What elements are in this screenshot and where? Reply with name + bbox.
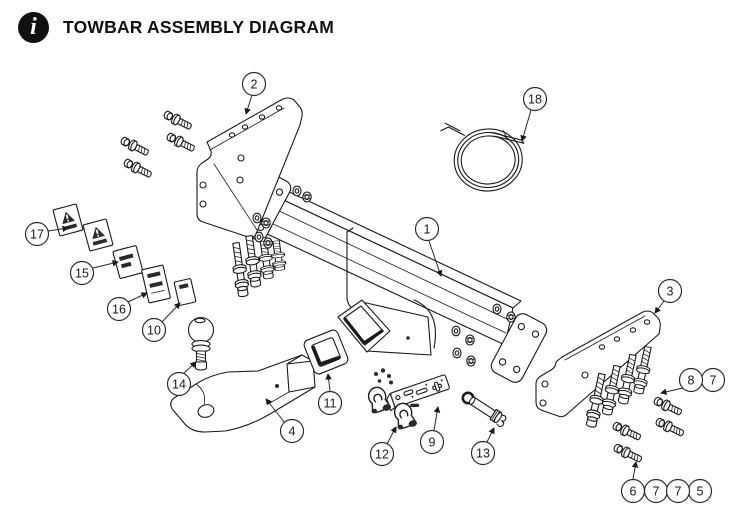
side-bracket-right	[535, 310, 661, 418]
crossbar-beam	[234, 171, 548, 383]
callout-7a: 7	[643, 478, 669, 504]
svg-text:3: 3	[667, 285, 674, 299]
wiring-coil	[440, 122, 525, 192]
receiver-trim-cover	[303, 329, 349, 375]
svg-text:8: 8	[688, 374, 695, 388]
callout-12: 12	[369, 441, 395, 467]
svg-text:7: 7	[675, 485, 682, 499]
svg-text:16: 16	[112, 303, 126, 317]
small-screws	[374, 368, 393, 385]
svg-text:2: 2	[251, 78, 258, 92]
svg-text:15: 15	[75, 267, 89, 281]
callout-7b: 7	[665, 478, 691, 504]
callout-13: 13	[470, 440, 496, 466]
callout-9: 9	[419, 429, 445, 455]
bolt-set-lower-right	[610, 394, 686, 465]
svg-text:7: 7	[653, 485, 660, 499]
svg-text:14: 14	[172, 378, 186, 392]
callout-8: 8	[678, 367, 704, 393]
chain-plate	[386, 374, 450, 412]
svg-text:4: 4	[289, 425, 296, 439]
callout-2: 2	[241, 71, 267, 97]
svg-text:6: 6	[630, 485, 637, 499]
tow-ball	[187, 316, 215, 371]
ball-mount-tongue	[170, 354, 316, 433]
svg-text:18: 18	[528, 93, 542, 107]
callout-6: 6	[620, 478, 646, 504]
svg-text:17: 17	[30, 228, 44, 242]
bolt-set-under-beam	[228, 234, 288, 298]
callout-14: 14	[166, 371, 192, 397]
svg-text:9: 9	[429, 436, 436, 450]
leader-lines	[47, 94, 684, 480]
svg-text:11: 11	[324, 397, 337, 411]
svg-text:12: 12	[375, 448, 389, 462]
info-icon-glyph: i	[30, 13, 37, 40]
callout-17: 17	[24, 221, 50, 247]
hitch-pin	[461, 391, 507, 428]
svg-text:7: 7	[710, 374, 717, 388]
callouts: 1 2 3 4 5 6 7 7 7 8 9 10 11 12 13 14 15 …	[24, 71, 726, 504]
callout-11: 11	[317, 390, 343, 416]
info-icon: i	[18, 12, 49, 43]
callout-10: 10	[141, 317, 167, 343]
bolt-set-upper-left	[118, 108, 197, 181]
header: i TOWBAR ASSEMBLY DIAGRAM	[18, 12, 334, 43]
warning-label-b	[82, 218, 114, 252]
callout-4: 4	[279, 418, 305, 444]
svg-text:1: 1	[424, 223, 431, 237]
small-label-10	[173, 278, 197, 306]
callout-15: 15	[69, 260, 95, 286]
callout-18: 18	[522, 86, 548, 112]
instruction-label-16	[141, 264, 171, 304]
page-title: TOWBAR ASSEMBLY DIAGRAM	[63, 17, 335, 37]
svg-text:10: 10	[147, 324, 161, 338]
svg-text:13: 13	[476, 447, 490, 461]
callout-1: 1	[414, 216, 440, 242]
callout-3: 3	[657, 278, 683, 304]
warning-label-a	[52, 203, 84, 237]
callout-16: 16	[106, 296, 132, 322]
callout-5: 5	[687, 478, 713, 504]
callout-7c: 7	[700, 367, 726, 393]
svg-text:5: 5	[697, 485, 704, 499]
